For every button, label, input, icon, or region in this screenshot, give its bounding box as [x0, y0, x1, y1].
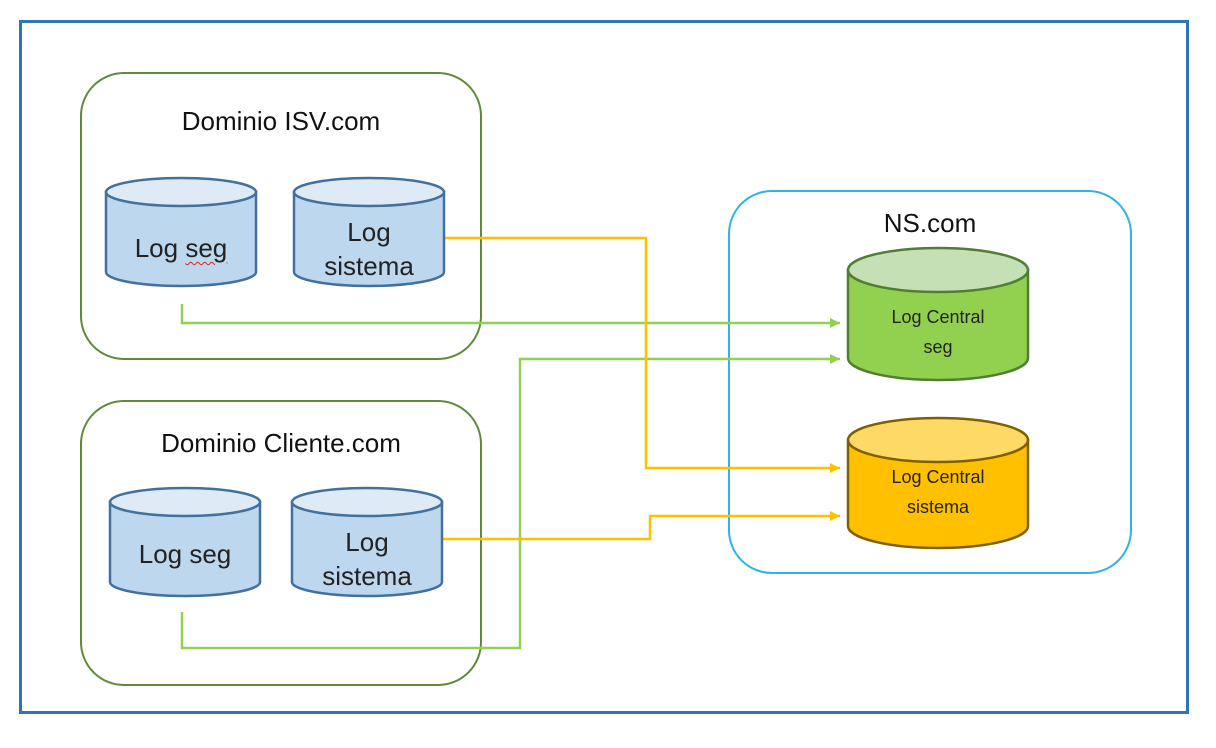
- ns-title: NS.com: [883, 208, 977, 238]
- domain-cliente-box: [80, 400, 482, 686]
- cliente-seg-to-central-seg-arrow-arrowhead: [830, 354, 840, 364]
- domain-cliente-title: Dominio Cliente.com: [161, 428, 401, 458]
- ns-central-sistema-cylinder: [846, 416, 1030, 550]
- cliente-sistema-to-central-sistema-arrow: [442, 511, 840, 541]
- ns-central-sistema-cylinder-body: [846, 438, 1030, 550]
- isv-log-sistema-line2: sistema: [324, 251, 414, 281]
- ns-central-sistema-cylinder-top: [846, 416, 1030, 464]
- domain-isv-box: [80, 72, 482, 360]
- cliente-log-seg-cylinder-top: [108, 486, 262, 518]
- cliente-sistema-to-central-sistema-arrow-arrowhead: [830, 511, 840, 521]
- ns-central-sistema-label: Log Central sistema: [848, 460, 1028, 524]
- cliente-log-sistema-line1: Log: [345, 527, 389, 557]
- ns-central-sistema-line2: sistema: [906, 497, 969, 517]
- isv-log-seg-word2: seg: [185, 233, 228, 263]
- cylinders: [104, 176, 1030, 598]
- cliente-log-seg-label: Log seg: [138, 539, 232, 569]
- isv-log-seg-cylinder-body: [104, 190, 258, 288]
- cliente-seg-to-central-seg-arrow-line: [180, 357, 840, 650]
- isv-log-seg-label: Log seg: [106, 218, 256, 278]
- cliente-log-sistema-cylinder-top: [290, 486, 444, 518]
- cliente-log-seg-cylinder: [108, 486, 262, 598]
- outer-frame: [19, 20, 1189, 714]
- connectors: [180, 236, 840, 650]
- isv-log-seg-cylinder: [104, 176, 258, 288]
- ns-central-seg-cylinder-body: [846, 268, 1030, 382]
- cliente-sistema-to-central-sistema-arrow-line: [442, 514, 840, 541]
- cliente-log-sistema-line2: sistema: [322, 561, 412, 591]
- isv-log-sistema-cylinder: [292, 176, 446, 288]
- domain-isv-title: Dominio ISV.com: [181, 106, 381, 136]
- isv-log-sistema-label: Log sistema: [294, 210, 444, 288]
- ns-central-seg-line1: Log Central: [891, 307, 985, 327]
- cliente-log-sistema-cylinder-body: [290, 500, 444, 598]
- isv-log-sistema-cylinder-body: [292, 190, 446, 288]
- cliente-log-seg-cylinder-body: [108, 500, 262, 598]
- ns-central-seg-cylinder-top: [846, 246, 1030, 294]
- isv-seg-to-central-seg-arrow-arrowhead: [830, 318, 840, 328]
- isv-log-sistema-line1: Log: [347, 217, 391, 247]
- ns-central-seg-label: Log Central seg: [848, 300, 1028, 364]
- isv-sistema-to-central-sistema-arrow-arrowhead: [830, 463, 840, 473]
- isv-sistema-to-central-sistema-arrow-line: [442, 236, 840, 470]
- ns-central-seg-cylinder: [846, 246, 1030, 382]
- isv-seg-to-central-seg-arrow: [180, 304, 840, 328]
- isv-log-sistema-cylinder-top: [292, 176, 446, 208]
- isv-sistema-to-central-sistema-arrow: [442, 236, 840, 473]
- cliente-log-sistema-label: Log sistema: [292, 520, 442, 598]
- ns-central-seg-line2: seg: [923, 337, 953, 357]
- ns-box: [728, 190, 1132, 574]
- ns-central-sistema-line1: Log Central: [891, 467, 985, 487]
- cliente-seg-to-central-seg-arrow: [180, 354, 840, 650]
- isv-seg-to-central-seg-arrow-line: [180, 304, 840, 325]
- isv-log-seg-cylinder-top: [104, 176, 258, 208]
- cliente-log-sistema-cylinder: [290, 486, 444, 598]
- isv-log-seg-word1: Log: [134, 233, 179, 263]
